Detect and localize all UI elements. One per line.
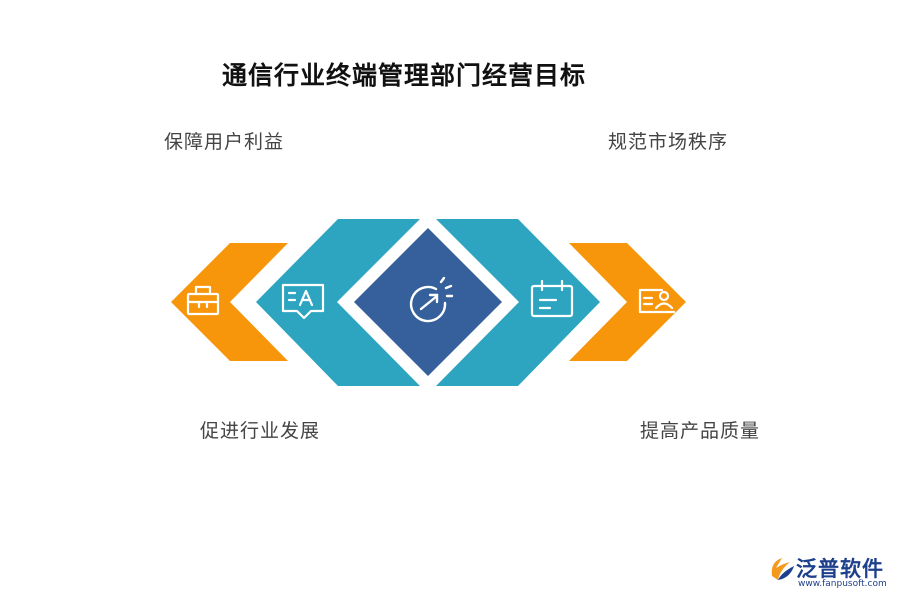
label-promote-industry-development: 促进行业发展 [200, 420, 321, 442]
left-teal-chevron [256, 219, 420, 386]
right-orange-chevron [569, 243, 686, 361]
label-improve-product-quality: 提高产品质量 [640, 420, 761, 442]
diagram-title: 通信行业终端管理部门经营目标 [222, 61, 587, 90]
label-regulate-market-order: 规范市场秩序 [608, 131, 729, 153]
label-protect-user-interests: 保障用户利益 [164, 131, 285, 153]
brand-name: 泛普软件 [796, 557, 884, 581]
toolbox-icon [186, 285, 220, 316]
gauge-icon [409, 276, 454, 323]
brand-url: www.fanpusoft.com [798, 579, 887, 589]
calendar-icon [530, 279, 574, 318]
brand-logo-icon [771, 558, 794, 580]
text-message-icon [281, 283, 325, 320]
right-teal-chevron [436, 219, 600, 386]
left-orange-chevron [171, 243, 288, 361]
id-card-icon [638, 288, 676, 314]
